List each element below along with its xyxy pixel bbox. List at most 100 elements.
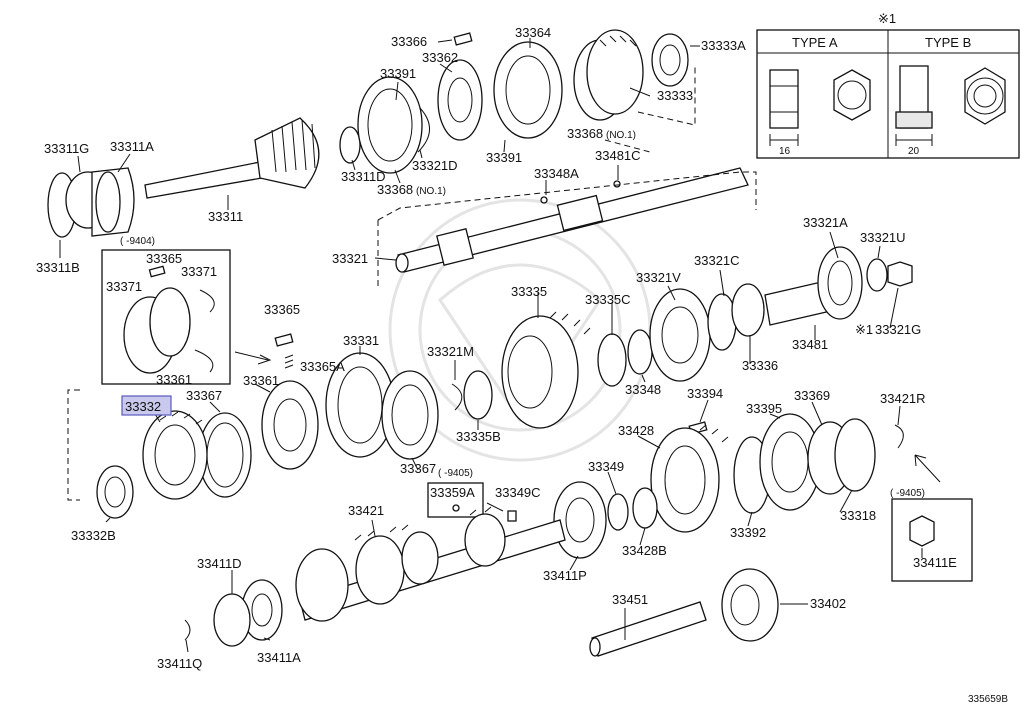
label-33362: 33362 — [422, 50, 458, 65]
input-gear-33311 — [254, 117, 320, 189]
label-33367-bottom: 33367 — [400, 461, 436, 476]
label-33335C: 33335C — [585, 292, 631, 307]
label-33364: 33364 — [515, 25, 551, 40]
type-a-nut-front — [833, 69, 871, 121]
label-33428B: 33428B — [622, 543, 667, 558]
label-33331: 33331 — [343, 333, 379, 348]
label-33368-mid-note: (NO.1) — [416, 186, 446, 197]
input-shaft-33311 — [144, 161, 263, 199]
ring-33321c — [707, 293, 737, 351]
type-b-dim: 20 — [908, 146, 920, 157]
label-33411P: 33411P — [543, 568, 587, 583]
hub-33362 — [437, 59, 483, 141]
hub-33361 — [261, 380, 319, 470]
label-33348: 33348 — [625, 382, 661, 397]
label-33311A: 33311A — [110, 139, 154, 154]
label-33371-right: 33371 — [181, 264, 217, 279]
label-33394: 33394 — [687, 386, 723, 401]
type-a-dim: 16 — [779, 146, 791, 157]
gear-33402 — [721, 568, 779, 642]
drawing-number: 335659B — [968, 694, 1008, 705]
label-33366: 33366 — [391, 34, 427, 49]
label-33411E: 33411E — [913, 555, 957, 570]
nut-33411e — [909, 515, 935, 547]
label-33451: 33451 — [612, 592, 648, 607]
label-33421: 33421 — [348, 503, 384, 518]
label-33392: 33392 — [730, 525, 766, 540]
label-33321G-marker: ※1 — [855, 322, 873, 337]
input-shaft-assembly — [47, 76, 430, 238]
roller-bearing-33311d — [339, 126, 361, 164]
counter-gear-1 — [295, 548, 349, 622]
gear-33333 — [586, 29, 644, 115]
label-33481: 33481 — [792, 337, 828, 352]
gear-33332 — [142, 410, 208, 500]
label-33318: 33318 — [840, 508, 876, 523]
label-33336: 33336 — [742, 358, 778, 373]
label-33311B: 33311B — [36, 260, 80, 275]
sleeve-33364 — [493, 41, 563, 139]
label-33311D: 33311D — [341, 169, 386, 184]
label-33361: 33361 — [243, 373, 279, 388]
highlight-33332[interactable] — [121, 395, 172, 416]
label-33335B: 33335B — [456, 429, 501, 444]
key-33365 — [274, 333, 294, 347]
label-33311G: 33311G — [44, 141, 89, 156]
bearing-33428b — [632, 487, 658, 529]
label-33359A: 33359A — [430, 485, 475, 500]
label-33367-top: 33367 — [186, 388, 222, 403]
bearing-33321v — [649, 288, 711, 382]
bearing-33321a — [817, 246, 863, 320]
label-33321U: 33321U — [860, 230, 906, 245]
snap-ring-33411q — [184, 619, 191, 641]
nut-type-table: ※1 TYPE A TYPE B 16 20 — [756, 11, 1020, 159]
snap-ring-33321m — [451, 383, 463, 411]
label-33361-box: 33361 — [156, 372, 192, 387]
counter-gear-group — [427, 413, 973, 582]
nut-33321g — [887, 261, 913, 287]
gear-33336 — [731, 283, 765, 337]
bearing-33335c — [597, 333, 627, 387]
label-33421R: 33421R — [880, 391, 926, 406]
label-33321A: 33321A — [803, 215, 848, 230]
washer-33348 — [627, 329, 653, 375]
part-number-labels: 33366 33364 33333A 33362 33391 33333 333… — [36, 25, 1008, 705]
gear-33428 — [650, 427, 720, 533]
label-33332[interactable]: 33332 — [125, 399, 161, 414]
snap-ring-33421r — [894, 424, 904, 449]
label-33411Q: 33411Q — [157, 656, 202, 671]
label-33402: 33402 — [810, 596, 846, 611]
label-33335: 33335 — [511, 284, 547, 299]
label-33368-mid: 33368 — [377, 182, 413, 197]
label-33428: 33428 — [618, 423, 654, 438]
middle-gear-row — [67, 246, 913, 519]
counter-gear-4 — [464, 513, 506, 567]
counter-gear-3 — [401, 531, 439, 585]
bearing-33333a — [651, 33, 689, 87]
note-9405-right: ( -9405) — [890, 488, 925, 499]
note-9405-top: ( -9405) — [438, 468, 473, 479]
washer-33349 — [607, 493, 629, 531]
label-33349C: 33349C — [495, 485, 541, 500]
ring-33367-b — [381, 370, 439, 460]
spring-33365a — [284, 354, 294, 369]
label-33369: 33369 — [794, 388, 830, 403]
pin-33349c — [507, 510, 517, 522]
counter-gear-2 — [355, 535, 405, 605]
label-33321: 33321 — [332, 251, 368, 266]
shaft-33451 — [591, 601, 707, 657]
label-33371-left: 33371 — [106, 279, 142, 294]
label-33411A: 33411A — [257, 650, 301, 665]
top-hub-sleeve-group — [437, 29, 696, 153]
label-33321D: 33321D — [412, 158, 458, 173]
label-33365A: 33365A — [300, 359, 345, 374]
gear-33335 — [501, 315, 579, 429]
label-33481C: 33481C — [595, 148, 641, 163]
label-33348A: 33348A — [534, 166, 579, 181]
label-33311: 33311 — [208, 209, 243, 224]
note-9404: ( -9404) — [120, 236, 155, 247]
key-33366 — [453, 32, 473, 46]
washer-33321u — [866, 258, 888, 292]
label-33321M: 33321M — [427, 344, 474, 359]
